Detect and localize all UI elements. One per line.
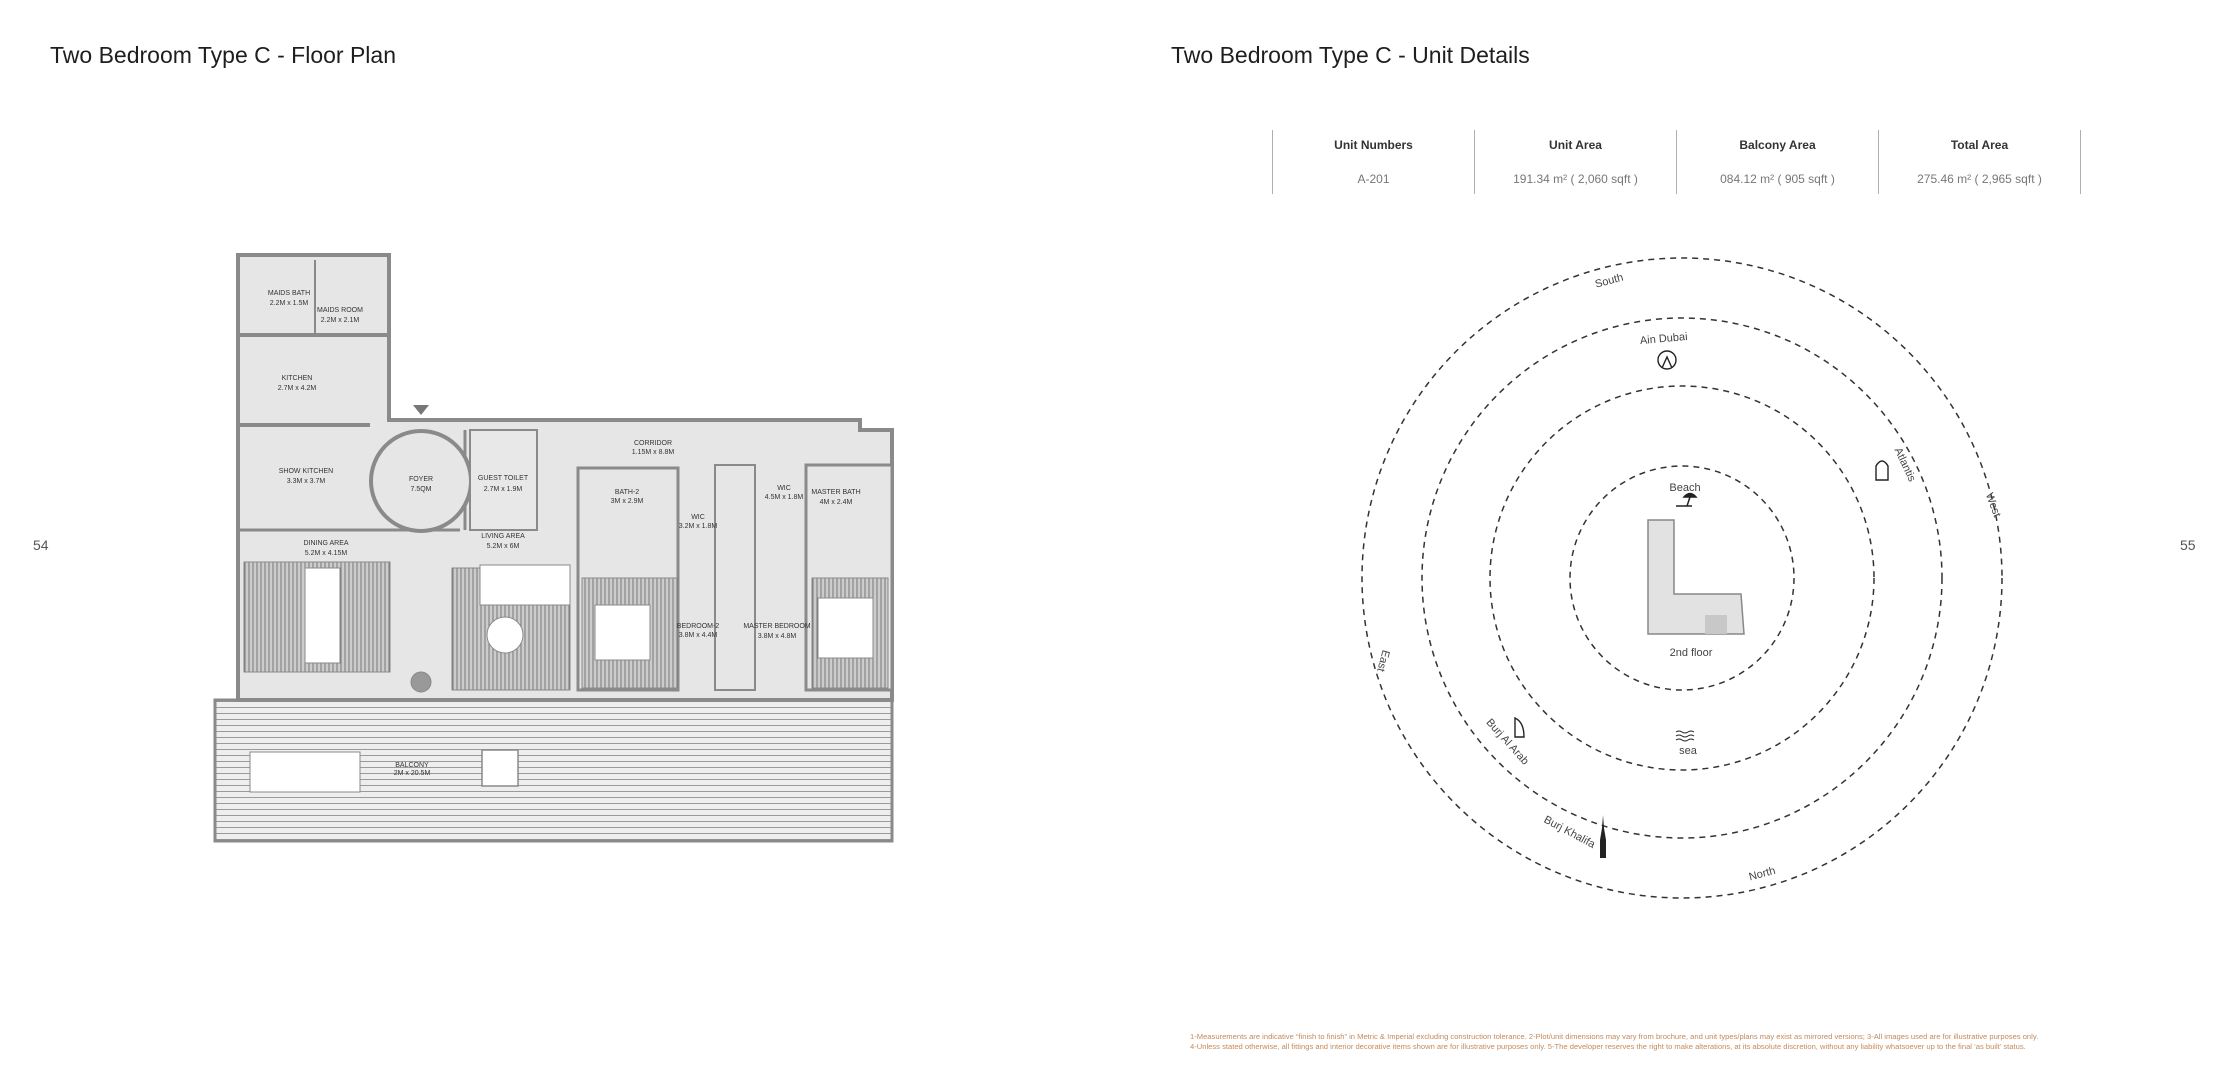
label-south: South <box>1594 272 1625 291</box>
label-north: North <box>1748 865 1777 884</box>
header: Unit Numbers <box>1334 138 1413 152</box>
entrance-marker <box>413 405 429 415</box>
room-label: BEDROOM-2 <box>677 623 720 630</box>
label-burj-al-arab: Burj Al Arab <box>1484 717 1531 768</box>
page-number-right: 55 <box>2180 537 2196 553</box>
page-number-left: 54 <box>33 537 49 553</box>
room-label: 3.2M x 1.8M <box>679 523 718 530</box>
column-balcony-area: Balcony Area 084.12 m² ( 905 sqft ) <box>1676 130 1878 194</box>
room-label: FOYER <box>409 476 433 483</box>
column-total-area: Total Area 275.46 m² ( 2,965 sqft ) <box>1878 130 2081 194</box>
label-sea: sea <box>1679 745 1698 757</box>
room-label: MASTER BEDROOM <box>743 623 810 630</box>
ring-3 <box>1489 385 1875 771</box>
building-footprint-icon <box>1647 519 1745 635</box>
dining-table <box>304 567 341 664</box>
label-ain-dubai: Ain Dubai <box>1639 331 1688 347</box>
label-atlantis: Atlantis <box>1892 446 1918 484</box>
room-label: 2.7M x 4.2M <box>278 385 317 392</box>
orientation-map <box>1361 257 2003 899</box>
room-label: 2.2M x 1.5M <box>270 300 309 307</box>
room-label: SHOW KITCHEN <box>279 468 333 475</box>
burj-al-arab-icon <box>1514 716 1525 738</box>
room-label: 3.8M x 4.4M <box>679 632 718 639</box>
ferris-wheel-icon <box>1657 350 1677 370</box>
unit-details-title: Two Bedroom Type C - Unit Details <box>1171 42 1530 68</box>
header: Balcony Area <box>1739 138 1816 152</box>
room-label: 4.5M x 1.8M <box>765 494 804 501</box>
room-label: 2.2M x 2.1M <box>321 317 360 324</box>
label-burj-khalifa: Burj Khalifa <box>1542 814 1598 851</box>
master-bed <box>817 597 874 659</box>
room-label: KITCHEN <box>282 375 313 382</box>
sofa <box>479 564 571 606</box>
room-label: 1.15M x 8.8M <box>632 449 675 456</box>
footnote: 1-Measurements are indicative “finish to… <box>1190 1032 2038 1052</box>
label-beach: Beach <box>1669 482 1700 494</box>
room-label: 2.7M x 1.9M <box>484 486 523 493</box>
footnote-line-2: 4-Unless stated otherwise, all fittings … <box>1190 1042 2026 1051</box>
ring-2 <box>1421 317 1943 839</box>
room-label: MAIDS ROOM <box>317 307 363 314</box>
room-label: 4M x 2.4M <box>820 499 853 506</box>
value: 191.34 m² ( 2,060 sqft ) <box>1513 172 1638 186</box>
room-label: BALCONY <box>395 762 429 769</box>
room-label: MAIDS BATH <box>268 290 310 297</box>
burj-khalifa-icon <box>1600 815 1606 858</box>
floor-plan <box>213 253 894 843</box>
label-west: West <box>1983 491 2003 518</box>
room-label: WIC <box>777 485 791 492</box>
room-label: 3.3M x 3.7M <box>287 478 326 485</box>
ring-inner <box>1569 465 1795 691</box>
ring-outer <box>1361 257 2003 899</box>
room-label: MASTER BATH <box>811 489 860 496</box>
header: Unit Area <box>1549 138 1602 152</box>
room-labels: MAIDS BATH 2.2M x 1.5M MAIDS ROOM 2.2M x 2… <box>268 290 861 777</box>
room-label: DINING AREA <box>303 540 348 547</box>
room-label: 7.5QM <box>410 486 431 493</box>
room-label: 3.8M x 4.8M <box>758 633 797 640</box>
column-unit-area: Unit Area 191.34 m² ( 2,060 sqft ) <box>1474 130 1676 194</box>
unit-highlight <box>1705 615 1727 634</box>
room-label: 3M x 2.9M <box>611 498 644 505</box>
footnote-line-1: 1-Measurements are indicative “finish to… <box>1190 1032 2039 1041</box>
beach-umbrella-icon <box>1676 492 1698 507</box>
room-label: WIC <box>691 514 705 521</box>
atlantis-icon <box>1875 460 1889 481</box>
room-label: 5.2M x 6M <box>487 543 520 550</box>
value: A-201 <box>1357 172 1390 186</box>
room-label: LIVING AREA <box>481 533 525 540</box>
balcony-dining-table <box>249 751 361 793</box>
room-label: BATH-2 <box>615 489 639 496</box>
floor-label: 2nd floor <box>1670 647 1713 659</box>
balcony-coffee-table <box>481 749 519 787</box>
sea-waves-icon <box>1675 730 1695 742</box>
room-label: 2M x 20.5M <box>394 770 431 777</box>
coffee-table <box>486 616 524 654</box>
floor-plan-title: Two Bedroom Type C - Floor Plan <box>50 42 396 68</box>
room-label: 5.2M x 4.15M <box>305 550 348 557</box>
value: 084.12 m² ( 905 sqft ) <box>1720 172 1835 186</box>
label-east: East <box>1374 649 1391 673</box>
header: Total Area <box>1950 138 2009 152</box>
bed-2 <box>594 604 651 661</box>
value: 275.46 m² ( 2,965 sqft ) <box>1917 172 2042 186</box>
room-label: GUEST TOILET <box>478 475 529 482</box>
room-label: CORRIDOR <box>634 440 672 447</box>
